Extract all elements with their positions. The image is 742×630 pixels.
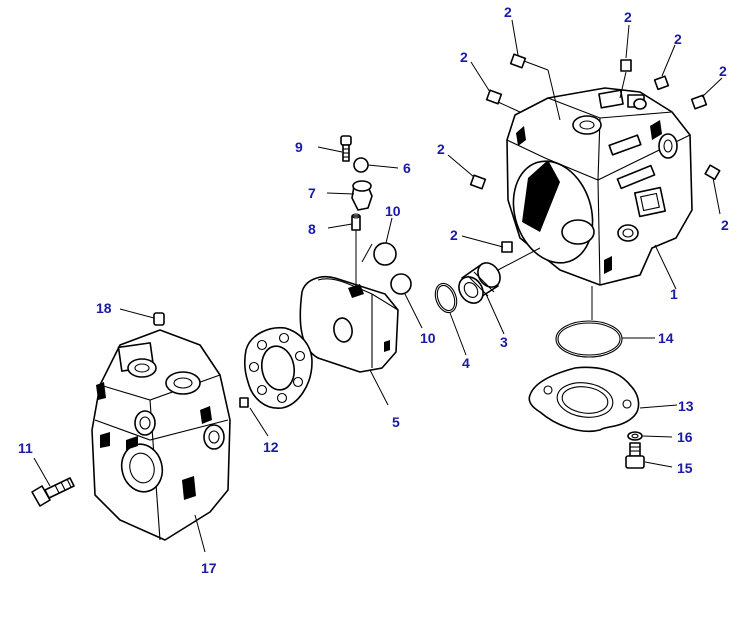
part-3-sleeve (458, 262, 501, 304)
bolt-2c (620, 59, 632, 72)
part-18-plug (153, 312, 165, 326)
callout-2-left-lower: 2 (450, 227, 458, 243)
callout-9: 9 (295, 139, 303, 155)
part-15-bolt (625, 442, 645, 469)
callout-2-left-upper: 2 (460, 49, 468, 65)
leader-lines (33, 19, 723, 553)
callout-2-top-right: 2 (624, 9, 632, 25)
callout-2-far-right: 2 (719, 63, 727, 79)
callout-17: 17 (201, 560, 217, 576)
callout-2-top: 2 (504, 4, 512, 20)
callout-11: 11 (18, 440, 33, 456)
callout-14: 14 (658, 330, 674, 346)
bolt-2h (501, 241, 513, 253)
bolt-2g (704, 164, 721, 181)
callout-labels: 2 2 2 2 2 2 2 2 9 6 7 8 10 10 1 3 4 14 1… (18, 4, 729, 576)
callout-18: 18 (96, 300, 112, 316)
part-1-housing (506, 87, 693, 286)
part-6-ball (353, 157, 369, 173)
callout-2-left-middle: 2 (437, 141, 445, 157)
callout-1: 1 (670, 286, 678, 302)
bolt-2f (469, 174, 487, 190)
part-13-gasket (528, 366, 640, 433)
callout-4: 4 (462, 355, 470, 371)
bolt-2a (509, 53, 527, 69)
part-12-plate (239, 326, 313, 409)
callout-2-right-lower: 2 (721, 217, 729, 233)
part-16-washer (627, 431, 643, 441)
callout-10-lower: 10 (420, 330, 436, 346)
part-14-oring (555, 320, 623, 358)
part-7-fitting (351, 180, 373, 211)
part-17-endcover (91, 329, 231, 541)
part-4-oring (434, 282, 458, 314)
bolt-2d (653, 75, 670, 91)
callout-6: 6 (403, 160, 411, 176)
callout-8: 8 (308, 221, 316, 237)
callout-5: 5 (392, 414, 400, 430)
bolt-2b (485, 89, 503, 105)
callout-7: 7 (308, 185, 316, 201)
callout-2-right-upper: 2 (674, 31, 682, 47)
callout-16: 16 (677, 429, 693, 445)
callout-15: 15 (677, 460, 693, 476)
part-10-balls (373, 242, 412, 295)
callout-13: 13 (678, 398, 694, 414)
callout-3: 3 (500, 334, 508, 350)
callout-10-upper: 10 (385, 203, 401, 219)
bolt-2e (690, 94, 708, 110)
part-11-bolt (31, 477, 75, 507)
part-5-cover (299, 276, 399, 373)
part-2-bolts (469, 53, 721, 253)
part-9-screw (340, 135, 352, 162)
part-8-pin (351, 213, 361, 231)
callout-12: 12 (263, 439, 279, 455)
